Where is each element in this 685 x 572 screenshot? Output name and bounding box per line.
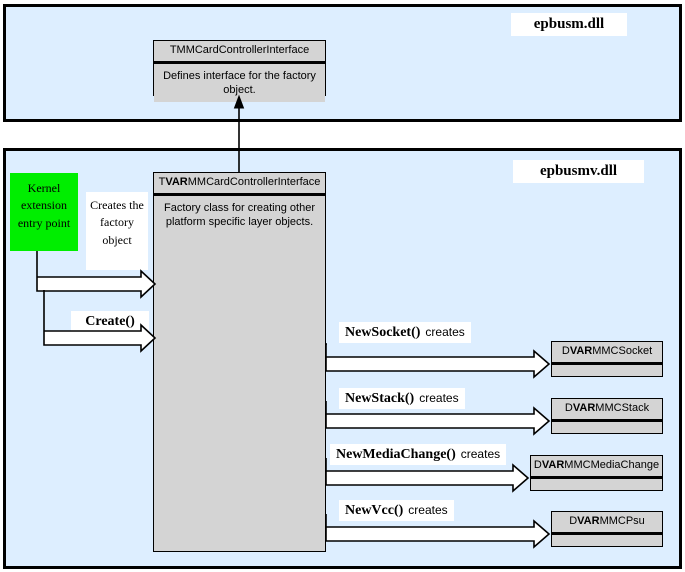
note-newmediachange-call: NewMediaChange() (336, 447, 456, 462)
note-creates-factory-object: Creates the factory object (86, 192, 148, 270)
class-title-stack-suffix: MMCStack (595, 402, 650, 414)
class-title-socket-suffix: MMCSocket (592, 345, 653, 357)
note-newsocket-call: NewSocket() (345, 325, 421, 340)
note-newstack-call: NewStack() (345, 391, 415, 406)
note-newsocket: NewSocket() creates (339, 322, 471, 343)
class-box-factory: TVARMMCardControllerInterface Factory cl… (153, 172, 326, 552)
kernel-entry-label: Kernel extension entry point (17, 181, 71, 230)
note-newmediachange-creates: creates (460, 447, 501, 461)
class-title-stack: DVARMMCStack (552, 399, 662, 422)
note-newvcc: NewVcc() creates (339, 500, 454, 521)
kernel-extension-entry-point-box: Kernel extension entry point (10, 173, 78, 251)
class-title-factory-bold: VAR (165, 176, 188, 188)
class-description-interface: Defines interface for the factory object… (154, 63, 325, 103)
note-newsocket-creates: creates (425, 325, 465, 339)
class-body-psu (552, 534, 662, 545)
class-title-psu-prefix: D (569, 515, 578, 527)
class-title-psu-bold: VAR (577, 515, 600, 527)
class-body-mediachange (531, 478, 662, 489)
class-title-mediachange-suffix: MMCMediaChange (564, 459, 660, 471)
class-box-socket: DVARMMCSocket (551, 341, 663, 377)
class-title-mediachange-bold: VAR (541, 459, 565, 471)
note-newstack: NewStack() creates (339, 388, 465, 409)
class-body-socket (552, 364, 662, 375)
class-title-mediachange: DVARMMCMediaChange (531, 456, 662, 479)
class-box-interface: TMMCardControllerInterface Defines inter… (153, 40, 326, 103)
class-title-factory: TVARMMCardControllerInterface (154, 173, 325, 196)
class-title-factory-prefix: T (158, 176, 166, 188)
class-box-psu: DVARMMCPsu (551, 511, 663, 547)
class-title-mediachange-prefix: D (533, 459, 542, 471)
class-title-socket: DVARMMCSocket (552, 342, 662, 365)
class-title-stack-bold: VAR (572, 402, 596, 414)
class-box-stack: DVARMMCStack (551, 398, 663, 434)
note-create-call: Create() (71, 311, 149, 332)
note-newvcc-call: NewVcc() (345, 503, 404, 518)
note-newvcc-creates: creates (408, 503, 448, 517)
class-title-psu: DVARMMCPsu (552, 512, 662, 535)
class-title-socket-bold: VAR (569, 345, 593, 357)
panel-label-epbusm: epbusm.dll (511, 13, 627, 36)
note-newstack-creates: creates (419, 391, 459, 405)
class-title-psu-suffix: MMCPsu (599, 515, 645, 527)
class-title-interface: TMMCardControllerInterface (154, 41, 325, 64)
panel-label-epbusmv: epbusmv.dll (513, 160, 644, 183)
class-title-factory-suffix: MMCardControllerInterface (187, 176, 321, 188)
note-newmediachange: NewMediaChange() creates (330, 444, 507, 465)
class-box-mediachange: DVARMMCMediaChange (530, 455, 663, 491)
class-body-stack (552, 421, 662, 432)
class-description-factory: Factory class for creating other platfor… (154, 195, 325, 235)
class-title-socket-prefix: D (561, 345, 570, 357)
class-title-stack-prefix: D (564, 402, 573, 414)
